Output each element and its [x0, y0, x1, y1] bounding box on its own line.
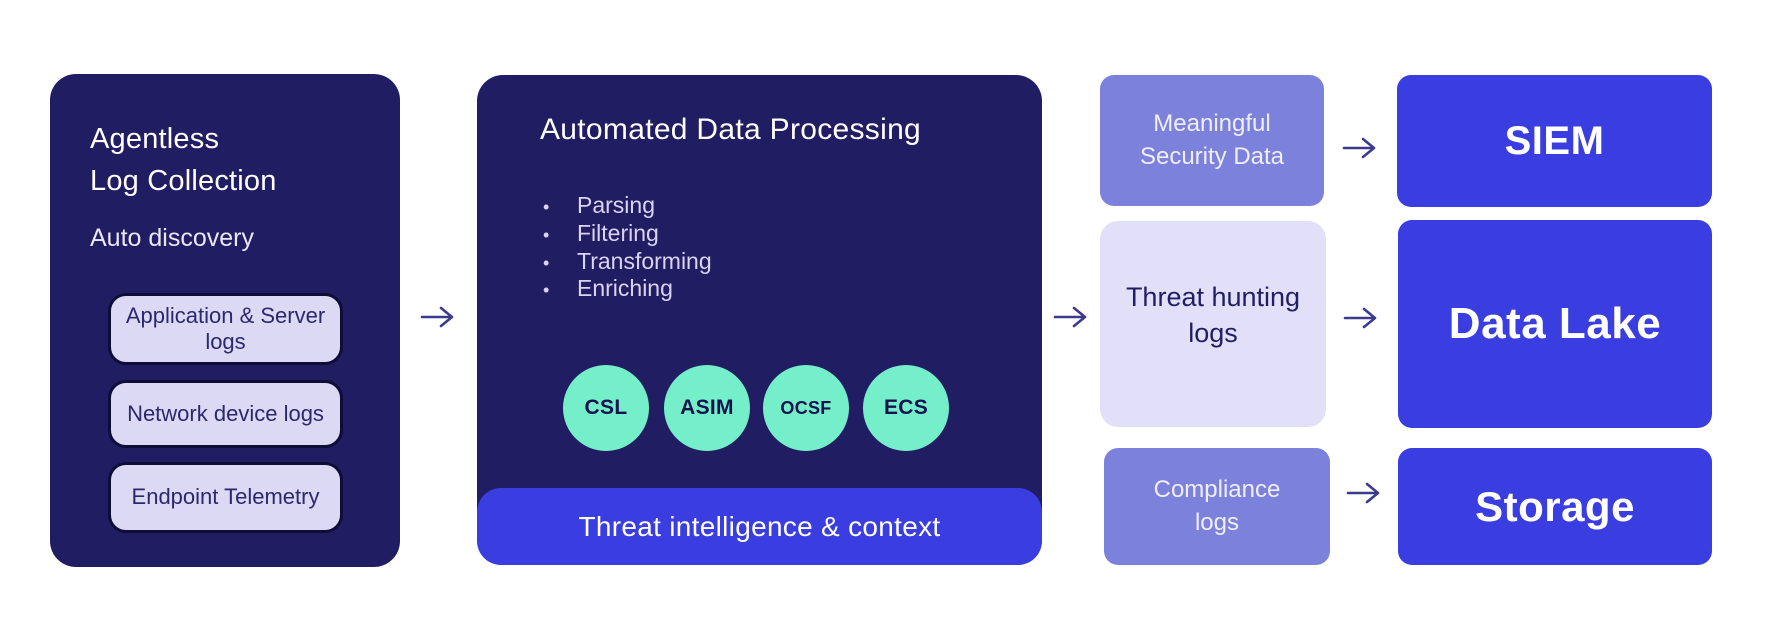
- arrow-meaningful-to-siem: [1342, 135, 1378, 161]
- agentless-log-collection-panel: Agentless Log Collection Auto discovery …: [50, 74, 400, 567]
- destination-storage: Storage: [1398, 448, 1712, 565]
- collection-title-line1: Agentless: [90, 123, 220, 155]
- right-arrow-icon: [1342, 137, 1376, 159]
- arrow-compliance-to-storage: [1346, 480, 1382, 506]
- output-threat-hunting-logs: Threat hunting logs: [1100, 221, 1326, 427]
- destination-data-lake: Data Lake: [1398, 220, 1712, 428]
- collection-title-line2: Log Collection: [90, 165, 277, 198]
- output-label-line2: logs: [1188, 318, 1238, 348]
- bullet-icon: •: [543, 280, 550, 301]
- processing-steps-list: • Parsing • Filtering • Transforming • E…: [543, 192, 712, 304]
- output-compliance-logs: Compliance logs: [1104, 448, 1330, 565]
- step-parsing: • Parsing: [543, 192, 712, 221]
- arrow-collection-to-processing: [420, 304, 456, 330]
- arrow-processing-to-outputs: [1053, 304, 1089, 330]
- step-transforming: • Transforming: [543, 247, 712, 277]
- processing-title: Automated Data Processing: [540, 113, 922, 146]
- right-arrow-icon: [1053, 306, 1087, 328]
- output-label-line1: Meaningful: [1153, 110, 1271, 138]
- right-arrow-icon: [1346, 482, 1380, 504]
- bullet-icon: •: [543, 252, 550, 273]
- destination-siem: SIEM: [1397, 75, 1712, 207]
- collection-title: Agentless Log Collection: [90, 118, 277, 202]
- output-label-line1: Threat hunting: [1125, 281, 1301, 312]
- threat-intelligence-bar: Threat intelligence & context: [477, 488, 1042, 565]
- source-endpoint-telemetry: Endpoint Telemetry: [108, 462, 343, 533]
- automated-data-processing-panel: Automated Data Processing • Parsing • Fi…: [477, 75, 1042, 565]
- arrow-threat-to-datalake: [1343, 305, 1379, 331]
- output-label-line2: Security Data: [1139, 142, 1285, 170]
- auto-discovery-label: Auto discovery: [90, 224, 254, 252]
- output-meaningful-security-data: Meaningful Security Data: [1100, 75, 1324, 206]
- step-label: Filtering: [577, 219, 659, 246]
- schema-circle-ecs: ECS: [863, 365, 949, 451]
- step-enriching: • Enriching: [543, 276, 712, 304]
- step-filtering: • Filtering: [543, 219, 712, 249]
- output-label-line1: Compliance: [1153, 476, 1281, 504]
- source-network-device-logs: Network device logs: [108, 380, 343, 448]
- schema-circle-asim: ASIM: [664, 365, 750, 451]
- right-arrow-icon: [1343, 307, 1377, 329]
- output-label-line2: logs: [1194, 508, 1239, 536]
- step-label: Parsing: [577, 192, 655, 218]
- schema-circle-ocsf: OCSF: [763, 365, 849, 451]
- right-arrow-icon: [420, 306, 454, 328]
- step-label: Enriching: [577, 275, 673, 302]
- source-application-server-logs: Application & Server logs: [108, 293, 343, 365]
- schema-circle-csl: CSL: [563, 365, 649, 451]
- bullet-icon: •: [543, 224, 550, 245]
- step-label: Transforming: [577, 247, 712, 274]
- bullet-icon: •: [543, 197, 550, 217]
